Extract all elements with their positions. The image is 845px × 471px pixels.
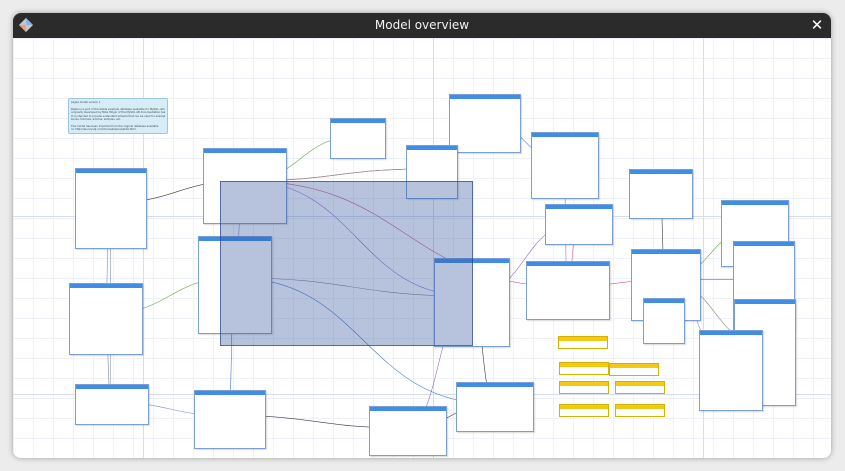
entity-header [735,300,795,304]
entity-header [331,119,385,123]
entity-table[interactable] [629,169,693,219]
entity-column [546,240,612,244]
entity-column [76,420,148,424]
entity-header [76,385,148,389]
entity-table[interactable] [456,382,534,432]
entity-header [195,391,265,395]
entity-table[interactable] [545,204,613,246]
entity-table[interactable] [406,145,458,200]
note-line: originally developed by Mike Hillyer of … [71,111,165,115]
model-note[interactable]: pagila model version 1 Pagila is a port … [68,98,168,134]
entity-header [527,262,609,266]
entity-header [407,146,457,150]
entity-table[interactable] [643,298,685,344]
entity-header [630,170,692,174]
view-column [560,370,608,373]
view-header [559,337,607,341]
entity-header [644,299,684,303]
entity-column [195,443,265,447]
entity-table[interactable] [198,236,272,335]
entity-table[interactable] [75,168,147,249]
view-table[interactable] [559,362,609,375]
entity-column [70,349,142,353]
entity-header [734,242,794,246]
window-title: Model overview [374,18,470,32]
entity-header [199,237,271,241]
entity-header [450,95,520,99]
view-header [560,363,608,367]
entity-header [632,250,700,254]
entity-column [700,405,762,409]
note-line: books, tutorials, articles, samples, etc… [71,118,122,122]
note-line: Pagila is a port of the Sakila example d… [71,107,165,111]
view-table[interactable] [615,381,665,394]
note-line: This model has been imported from the or… [71,124,159,128]
note-line: pagila model version 1 [71,101,101,104]
entity-column [331,154,385,158]
relationship-line [233,277,472,297]
entity-table[interactable] [330,118,386,160]
view-header [610,364,658,368]
entity-header [457,383,533,387]
titlebar: Model overview ✕ [13,13,831,38]
view-column [560,389,608,392]
entity-header [722,201,788,205]
relationship-line [233,277,495,405]
entity-column [532,194,598,198]
view-header [560,382,608,386]
entity-table[interactable] [699,330,763,411]
database-icon [19,18,33,32]
entity-table[interactable] [75,384,149,426]
entity-header [700,331,762,335]
entity-column [457,427,533,431]
entity-header [532,133,598,137]
view-table[interactable] [559,404,609,417]
close-icon[interactable]: ✕ [810,16,824,34]
view-table[interactable] [615,404,665,417]
view-table[interactable] [559,381,609,394]
view-header [616,382,664,386]
entity-column [527,314,609,318]
entity-header [546,205,612,209]
note-line: on http://dev.mysql.com/doc/sakila/en/sa… [71,128,136,132]
view-table[interactable] [609,363,659,376]
entity-table[interactable] [531,132,599,200]
entity-column [370,451,446,455]
page-break-line [703,38,704,458]
entity-column [630,214,692,218]
entity-table[interactable] [69,283,143,355]
entity-table[interactable] [449,94,521,153]
diagram-canvas[interactable]: pagila model version 1 Pagila is a port … [13,38,831,458]
view-column [559,344,607,347]
view-header [616,405,664,409]
entity-table[interactable] [203,148,287,225]
entity-column [644,338,684,342]
note-line: It is intended to provide a standard sch… [71,114,165,118]
view-column [610,371,658,374]
entity-table[interactable] [369,406,447,456]
viewport-selection[interactable] [220,181,473,346]
entity-column [76,243,146,247]
page-break-line [13,394,831,395]
entity-column [450,147,520,151]
entity-table[interactable] [194,390,266,449]
entity-header [370,407,446,411]
model-overview-window: Model overview ✕ pagila model version 1 … [13,13,831,458]
view-column [560,412,608,415]
view-column [616,412,664,415]
view-header [560,405,608,409]
page-break-line [13,216,831,217]
entity-header [70,284,142,288]
entity-header [76,169,146,173]
entity-table[interactable] [526,261,610,320]
view-table[interactable] [558,336,608,349]
view-column [616,389,664,392]
page-break-line [433,38,434,458]
entity-header [204,149,286,153]
